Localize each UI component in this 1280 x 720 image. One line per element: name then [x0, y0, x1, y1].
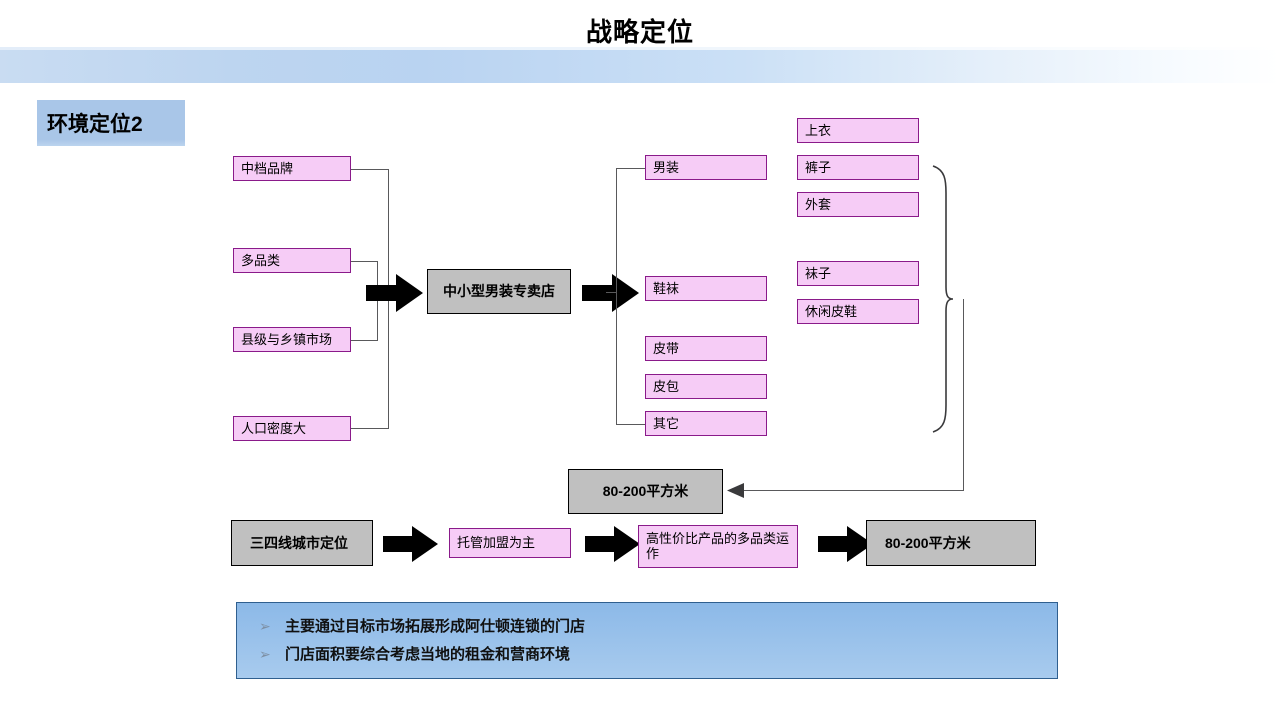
section-tag: 环境定位2 [37, 100, 185, 146]
connector-brace-down [963, 299, 964, 491]
driver-box-2[interactable]: 多品类 [233, 248, 351, 273]
subcategory-menswear-2[interactable]: 裤子 [797, 155, 919, 180]
driver-box-4[interactable]: 人口密度大 [233, 416, 351, 441]
category-box-4[interactable]: 皮包 [645, 374, 767, 399]
page-title: 战略定位 [585, 17, 694, 47]
note-line-1: ➢ 主要通过目标市场拓展形成阿仕顿连锁的门店 [259, 615, 1057, 636]
arrow-bottom-2 [585, 525, 641, 563]
arrow-bottom-1 [383, 525, 439, 563]
format-node[interactable]: 中小型男装专卖店 [427, 269, 571, 314]
connector-category5 [616, 424, 645, 425]
arrowhead-into-area-node [727, 483, 745, 498]
subcategory-footwear-1[interactable]: 袜子 [797, 261, 919, 286]
connector-category1 [616, 168, 645, 169]
note-text-1: 主要通过目标市场拓展形成阿仕顿连锁的门店 [285, 618, 586, 635]
category-box-2[interactable]: 鞋袜 [645, 276, 767, 301]
connector-category-spine [616, 168, 617, 425]
category-box-5[interactable]: 其它 [645, 411, 767, 436]
bottom-flow-box-2[interactable]: 托管加盟为主 [449, 528, 571, 558]
subcategory-footwear-2[interactable]: 休闲皮鞋 [797, 299, 919, 324]
notes-panel: ➢ 主要通过目标市场拓展形成阿仕顿连锁的门店 ➢ 门店面积要综合考虑当地的租金和… [236, 602, 1058, 679]
connector-arrow-to-category-spine [606, 292, 617, 293]
connector-driver3 [351, 340, 378, 341]
bullet-arrow-icon: ➢ [259, 646, 271, 662]
note-text-2: 门店面积要综合考虑当地的租金和营商环境 [285, 646, 571, 663]
bottom-flow-box-3[interactable]: 高性价比产品的多品类运作 [638, 525, 798, 568]
bottom-flow-box-4[interactable]: 80-200平方米 [866, 520, 1036, 566]
subcategory-menswear-3[interactable]: 外套 [797, 192, 919, 217]
arrow-bottom-3 [818, 525, 874, 563]
subcategory-menswear-1[interactable]: 上衣 [797, 118, 919, 143]
header-gradient-band [0, 47, 1280, 83]
bottom-flow-box-1[interactable]: 三四线城市定位 [231, 520, 373, 566]
driver-box-1[interactable]: 中档品牌 [233, 156, 351, 181]
area-node-top[interactable]: 80-200平方米 [568, 469, 723, 514]
arrow-format-to-categories [582, 273, 640, 313]
category-box-3[interactable]: 皮带 [645, 336, 767, 361]
connector-driver1 [351, 169, 389, 170]
connector-driver4 [351, 428, 389, 429]
category-box-1[interactable]: 男装 [645, 155, 767, 180]
note-line-2: ➢ 门店面积要综合考虑当地的租金和营商环境 [259, 643, 1057, 664]
driver-box-3[interactable]: 县级与乡镇市场 [233, 327, 351, 352]
connector-to-area-node [743, 490, 964, 491]
right-curly-brace [925, 163, 959, 435]
bullet-arrow-icon: ➢ [259, 618, 271, 634]
connector-driver2 [351, 261, 378, 262]
arrow-drivers-to-format [366, 273, 424, 313]
